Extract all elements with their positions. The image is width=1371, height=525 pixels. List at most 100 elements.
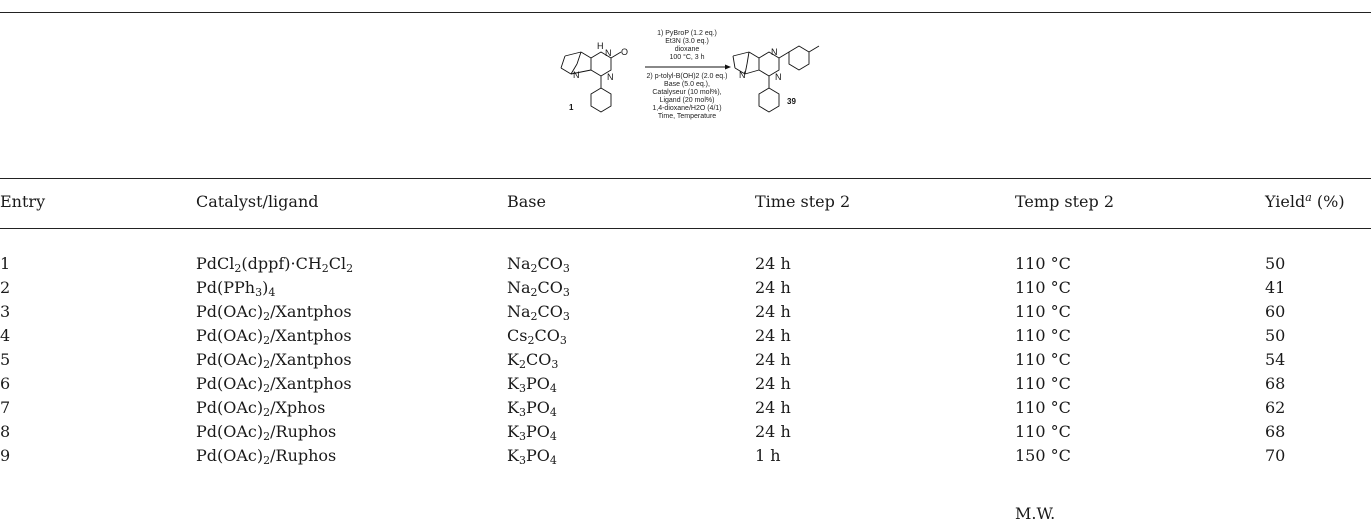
header-time: Time step 2 [755, 192, 851, 211]
reaction-scheme: H N O N N 1 1) PyBroP (1.2 eq.) Et3N (3.… [535, 22, 845, 172]
reactant-carbonyl-o: O [621, 47, 628, 57]
cell-time: 24 h [755, 326, 791, 345]
cell-base: Na2CO3 [507, 254, 570, 275]
cell-yield: 68 [1265, 422, 1286, 441]
cell-time: 24 h [755, 422, 791, 441]
header-yield-unit: (%) [1316, 192, 1345, 211]
cell-entry: 8 [0, 422, 11, 441]
cell-base: Na2CO3 [507, 278, 570, 299]
cell-yield: 50 [1265, 254, 1286, 273]
header-temp: Temp step 2 [1015, 192, 1115, 211]
step1-line-4: 100 °C, 3 h [669, 53, 704, 61]
cell-temp: 110 °C [1015, 254, 1071, 273]
cell-entry: 9 [0, 446, 11, 465]
cell-base: Na2CO3 [507, 302, 570, 323]
cell-catalyst: PdCl2(dppf)·CH2Cl2 [196, 254, 354, 275]
product-tolyl-ring [788, 45, 810, 71]
cell-yield: 60 [1265, 302, 1286, 321]
cell-time: 24 h [755, 278, 791, 297]
footer-mw: M.W. [1015, 504, 1056, 523]
cell-time: 24 h [755, 350, 791, 369]
step1-line-1: 1) PyBroP (1.2 eq.) [657, 30, 717, 37]
table-row: 9 Pd(OAc)2/Ruphos K3PO4 1 h 150 °C 70 [0, 446, 1371, 470]
cell-temp: 110 °C [1015, 374, 1071, 393]
scheme-bottom-rule [0, 178, 1371, 179]
cell-temp: 110 °C [1015, 350, 1071, 369]
cell-base: Cs2CO3 [507, 326, 567, 347]
cell-temp: 110 °C [1015, 326, 1071, 345]
product-phenyl-ring [758, 87, 780, 113]
header-entry: Entry [0, 192, 46, 211]
reactant-phenyl-ring [590, 87, 612, 113]
product-number: 39 [787, 97, 796, 106]
header-bottom-rule [0, 228, 1371, 229]
cell-catalyst: Pd(OAc)2/Xantphos [196, 374, 352, 395]
cell-catalyst: Pd(OAc)2/Xantphos [196, 326, 352, 347]
step2-conditions: 2) p-tolyl-B(OH)2 (2.0 eq.) Base (5.0 eq… [647, 73, 728, 120]
top-rule [0, 12, 1371, 13]
reactant-number: 1 [569, 103, 574, 112]
reactant-nh-h: H [597, 41, 604, 51]
table-row: 7 Pd(OAc)2/Xphos K3PO4 24 h 110 °C 62 [0, 398, 1371, 422]
step2-line-6: Time, Temperature [658, 113, 716, 120]
cell-temp: 110 °C [1015, 398, 1071, 417]
product-n2: N [775, 72, 782, 82]
step2-line-1: 2) p-tolyl-B(OH)2 (2.0 eq.) [647, 73, 728, 80]
step2-line-3: Catalyseur (10 mol%), [652, 89, 721, 96]
reaction-arrow [645, 64, 731, 70]
cell-catalyst: Pd(OAc)2/Ruphos [196, 446, 337, 467]
step2-line-4: Ligand (20 mol%) [660, 97, 715, 104]
product-n1: N [771, 47, 778, 57]
cell-time: 1 h [755, 446, 781, 465]
cell-yield: 62 [1265, 398, 1286, 417]
cell-base: K3PO4 [507, 446, 557, 467]
cell-base: K3PO4 [507, 374, 557, 395]
cell-yield: 68 [1265, 374, 1286, 393]
table-row: 6 Pd(OAc)2/Xantphos K3PO4 24 h 110 °C 68 [0, 374, 1371, 398]
cell-yield: 50 [1265, 326, 1286, 345]
cell-catalyst: Pd(OAc)2/Xantphos [196, 350, 352, 371]
cell-catalyst: Pd(OAc)2/Xantphos [196, 302, 352, 323]
step1-line-2: Et3N (3.0 eq.) [665, 38, 709, 45]
cell-temp: 110 °C [1015, 422, 1071, 441]
step2-line-2: Base (5.0 eq.), [664, 81, 710, 88]
cell-temp: 110 °C [1015, 278, 1071, 297]
reactant-ring-n: N [607, 72, 614, 82]
cell-time: 24 h [755, 398, 791, 417]
cell-entry: 1 [0, 254, 11, 273]
reactant-nh-n: N [605, 48, 612, 58]
cell-time: 24 h [755, 302, 791, 321]
cell-base: K2CO3 [507, 350, 559, 371]
cell-catalyst: Pd(PPh3)4 [196, 278, 276, 299]
header-base: Base [507, 192, 546, 211]
cell-yield: 70 [1265, 446, 1286, 465]
cell-temp: 150 °C [1015, 446, 1071, 465]
cell-entry: 5 [0, 350, 11, 369]
reactant-structure [560, 51, 622, 113]
product-bridge-n: N [739, 70, 746, 80]
header-yield-label: Yield [1265, 192, 1306, 211]
cell-entry: 7 [0, 398, 11, 417]
cell-catalyst: Pd(OAc)2/Xphos [196, 398, 326, 419]
cell-entry: 4 [0, 326, 11, 345]
cell-base: K3PO4 [507, 398, 557, 419]
cell-time: 24 h [755, 374, 791, 393]
step1-line-3: dioxane [675, 46, 700, 53]
header-yield-footnote: a [1305, 191, 1312, 204]
header-catalyst: Catalyst/ligand [196, 192, 319, 211]
cell-time: 24 h [755, 254, 791, 273]
cell-entry: 2 [0, 278, 11, 297]
cell-entry: 6 [0, 374, 11, 393]
reaction-scheme-svg: H N O N N 1 1) PyBroP (1.2 eq.) Et3N (3.… [560, 30, 820, 120]
product-structure [732, 45, 820, 113]
step2-line-5: 1,4-dioxane/H2O (4/1) [652, 105, 721, 112]
cell-temp: 110 °C [1015, 302, 1071, 321]
table-row: 1 PdCl2(dppf)·CH2Cl2 Na2CO3 24 h 110 °C 50 [0, 254, 1371, 278]
cell-entry: 3 [0, 302, 11, 321]
reactant-bridge-n: N [573, 70, 580, 80]
table-row: 4 Pd(OAc)2/Xantphos Cs2CO3 24 h 110 °C 50 [0, 326, 1371, 350]
